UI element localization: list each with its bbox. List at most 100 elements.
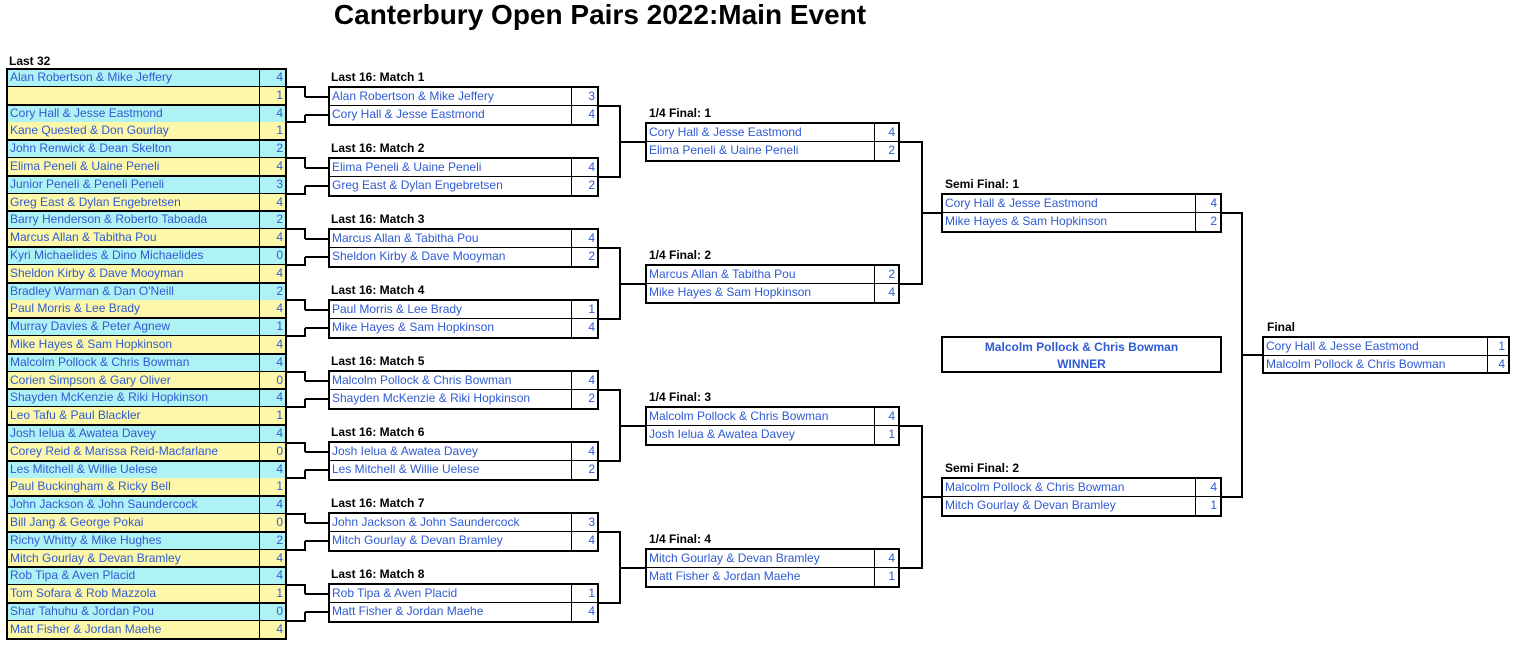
connector-line <box>6 317 287 319</box>
team-score: 4 <box>276 568 283 582</box>
team-name: Matt Fisher & Jordan Maehe <box>8 621 260 639</box>
team-score: 1 <box>588 302 595 316</box>
team-score: 4 <box>888 551 895 565</box>
quarter-final-label: 1/4 Final: 1 <box>649 106 712 120</box>
semi-final-box <box>941 477 1222 517</box>
team-name: Shayden McKenzie & Riki Hopkinson <box>330 390 572 408</box>
last32-row: Matt Fisher & Jordan Maehe 4 <box>8 621 286 639</box>
team-score: 4 <box>276 462 283 476</box>
quarter-final-label: 1/4 Final: 3 <box>649 390 712 404</box>
team-score: 0 <box>276 373 283 387</box>
connector-line <box>1242 354 1262 356</box>
team-score: 1 <box>1498 339 1505 353</box>
team-name: Marcus Allan & Tabitha Pou <box>647 266 875 284</box>
semi-final-label: Semi Final: 2 <box>945 461 1020 475</box>
winner-box: Malcolm Pollock & Chris Bowman WINNER <box>941 336 1222 373</box>
team-name: Rob Tipa & Aven Placid <box>8 567 260 585</box>
team-score: 1 <box>588 586 595 600</box>
team-name: Corien Simpson & Gary Oliver <box>8 372 260 390</box>
connector-line <box>900 425 922 427</box>
team-name: Mitch Gourlay & Devan Bramley <box>330 532 572 550</box>
team-score: 1 <box>276 408 283 422</box>
connector-line <box>304 371 306 381</box>
connector-line <box>304 541 306 551</box>
team-score: 4 <box>276 230 283 244</box>
team-score: 3 <box>276 177 283 191</box>
team-score: 4 <box>588 533 595 547</box>
connector-line <box>304 399 306 408</box>
team-score: 4 <box>276 622 283 636</box>
semi-final-label: Semi Final: 1 <box>945 177 1020 191</box>
connector-line <box>304 612 306 622</box>
quarter-final-label: 1/4 Final: 2 <box>649 248 712 262</box>
team-name: Mike Hayes & Sam Hopkinson <box>943 213 1196 231</box>
last16-match-box <box>328 86 599 126</box>
team-name: Marcus Allan & Tabitha Pou <box>8 229 260 247</box>
team-name: Barry Henderson & Roberto Taboada <box>8 211 260 229</box>
last16-match-label: Last 16: Match 7 <box>331 496 425 510</box>
connector-line <box>599 460 620 462</box>
team-name: Elima Peneli & Uaine Peneli <box>8 158 260 176</box>
connector-line <box>304 157 306 168</box>
team-score: 4 <box>588 160 595 174</box>
connector-line <box>304 115 306 123</box>
team-name: Shar Tahuhu & Jordan Pou <box>8 603 260 621</box>
team-score: 4 <box>1210 480 1217 494</box>
team-score: 4 <box>588 444 595 458</box>
team-score: 4 <box>588 604 595 618</box>
quarter-final-box <box>645 264 900 304</box>
connector-line <box>599 318 620 320</box>
team-name: Paul Buckingham & Ricky Bell <box>8 478 260 496</box>
connector-line <box>287 620 305 622</box>
team-name: Murray Davies & Peter Agnew <box>8 318 260 336</box>
connector-line <box>900 567 922 569</box>
connector-line <box>305 611 328 613</box>
connector-line <box>6 139 287 141</box>
connector-line <box>599 105 620 107</box>
team-name: Cory Hall & Jesse Eastmond <box>8 105 260 123</box>
team-name: Kyri Michaelides & Dino Michaelides <box>8 247 260 265</box>
team-score: 4 <box>276 497 283 511</box>
connector-line <box>599 602 620 604</box>
team-score: 4 <box>276 301 283 315</box>
team-score: 2 <box>588 249 595 263</box>
connector-line <box>304 228 306 239</box>
team-name: Mitch Gourlay & Devan Bramley <box>8 550 260 568</box>
team-score: 4 <box>1498 357 1505 371</box>
team-score: 2 <box>588 462 595 476</box>
connector-line <box>287 584 305 586</box>
quarter-final-label: 1/4 Final: 4 <box>649 532 712 546</box>
connector-line <box>6 531 287 533</box>
connector-line <box>6 246 287 248</box>
last16-match-box <box>328 370 599 410</box>
connector-line <box>900 141 922 143</box>
connector-line <box>1222 496 1242 498</box>
connector-line <box>287 335 305 337</box>
team-name: Richy Whitty & Mike Hughes <box>8 532 260 550</box>
team-score: 1 <box>276 479 283 493</box>
last16-match-box <box>328 157 599 197</box>
team-name: Sheldon Kirby & Dave Mooyman <box>8 265 260 283</box>
connector-line <box>304 442 306 452</box>
connector-line <box>287 86 305 88</box>
connector-line <box>304 299 306 310</box>
connector-line <box>287 121 305 123</box>
team-score: 1 <box>888 427 895 441</box>
team-score: 2 <box>276 533 283 547</box>
